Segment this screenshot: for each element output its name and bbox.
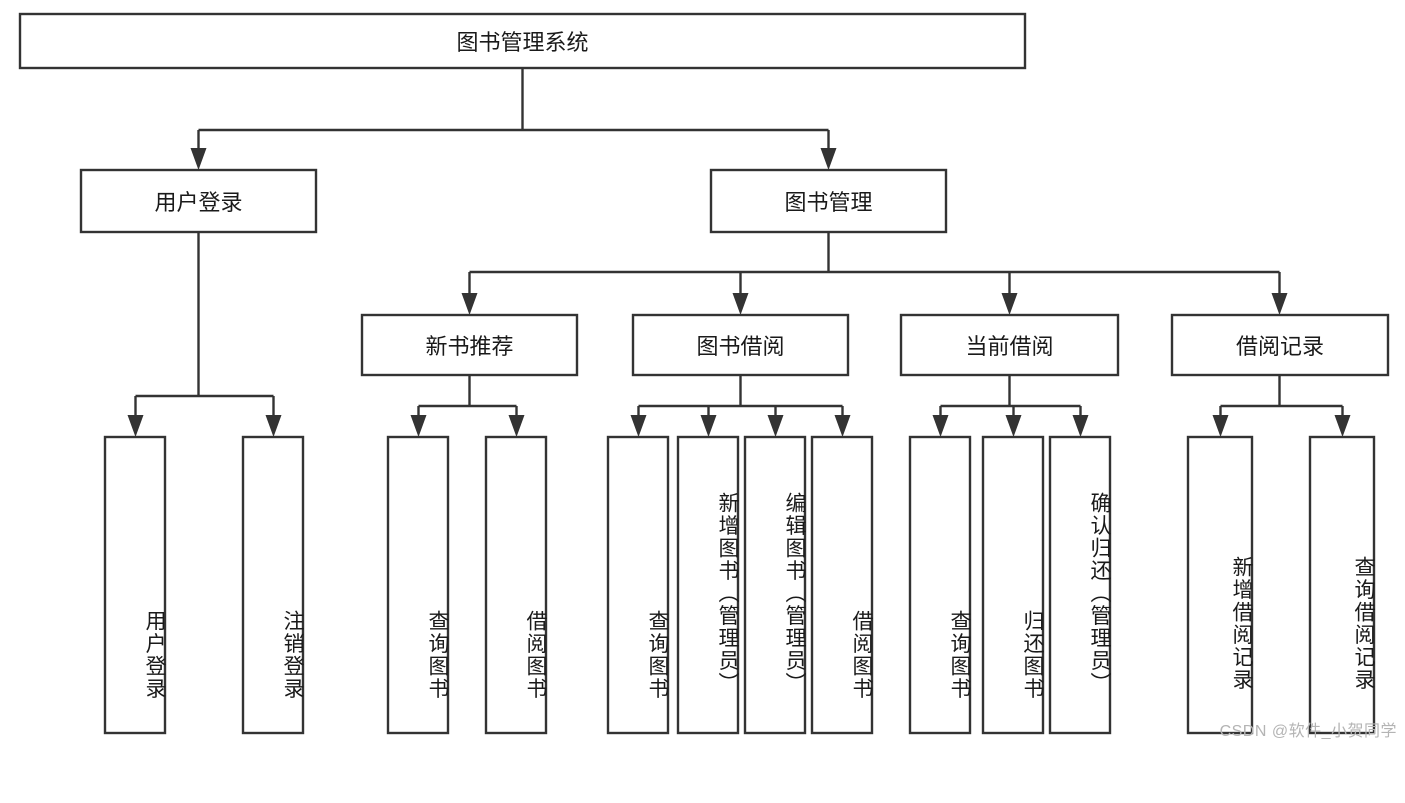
node-box-user-login[interactable] xyxy=(79,168,318,234)
node-box-new-book-recommend[interactable] xyxy=(360,313,579,377)
node-box-leaf-borrow-book-2[interactable] xyxy=(810,435,874,735)
node-box-book-manage[interactable] xyxy=(709,168,948,234)
node-box-leaf-user-logout[interactable] xyxy=(241,435,305,735)
node-box-leaf-add-record[interactable] xyxy=(1186,435,1254,735)
node-box-leaf-add-book[interactable] xyxy=(676,435,740,735)
node-box-leaf-edit-book[interactable] xyxy=(743,435,807,735)
connector-currentborrow-to-leaves xyxy=(932,375,1089,437)
node-box-leaf-query-book-3[interactable] xyxy=(908,435,972,735)
node-box-leaf-user-login[interactable] xyxy=(103,435,167,735)
node-box-leaf-query-book-2[interactable] xyxy=(606,435,670,735)
csdn-watermark: CSDN @软件_小贺同学 xyxy=(1219,723,1397,740)
label-book-manage: 图书管理 xyxy=(784,190,873,215)
node-box-leaf-borrow-book-1[interactable] xyxy=(484,435,548,735)
node-box-leaf-query-record[interactable] xyxy=(1308,435,1376,735)
connector-bookborrow-to-leaves xyxy=(630,375,851,437)
node-box-leaf-return-book[interactable] xyxy=(981,435,1045,735)
node-box-leaf-confirm-return[interactable] xyxy=(1048,435,1112,735)
connector-root-to-level2 xyxy=(190,68,837,170)
connector-newbook-to-leaves xyxy=(410,375,525,437)
label-new-book-recommend: 新书推荐 xyxy=(425,334,514,359)
node-box-book-borrow[interactable] xyxy=(631,313,850,377)
label-current-borrow: 当前借阅 xyxy=(965,334,1054,359)
node-box-leaf-query-book-1[interactable] xyxy=(386,435,450,735)
node-box-current-borrow[interactable] xyxy=(899,313,1120,377)
tree-connectors-and-boxes xyxy=(18,12,1390,735)
connector-userlogin-to-leaves xyxy=(127,232,282,437)
node-box-root[interactable] xyxy=(18,12,1027,70)
node-box-borrow-record[interactable] xyxy=(1170,313,1390,377)
label-book-borrow: 图书借阅 xyxy=(696,334,785,359)
label-user-login: 用户登录 xyxy=(154,190,243,215)
connector-bookmanage-to-level3 xyxy=(461,232,1288,315)
label-borrow-record: 借阅记录 xyxy=(1235,334,1324,359)
label-root: 图书管理系统 xyxy=(456,30,589,55)
connector-borrowrecord-to-leaves xyxy=(1212,375,1351,437)
diagram-canvas: 图书管理系统 用户登录 图书管理 新书推荐 图书借阅 当前借阅 借阅记录 用户登… xyxy=(18,12,1397,740)
